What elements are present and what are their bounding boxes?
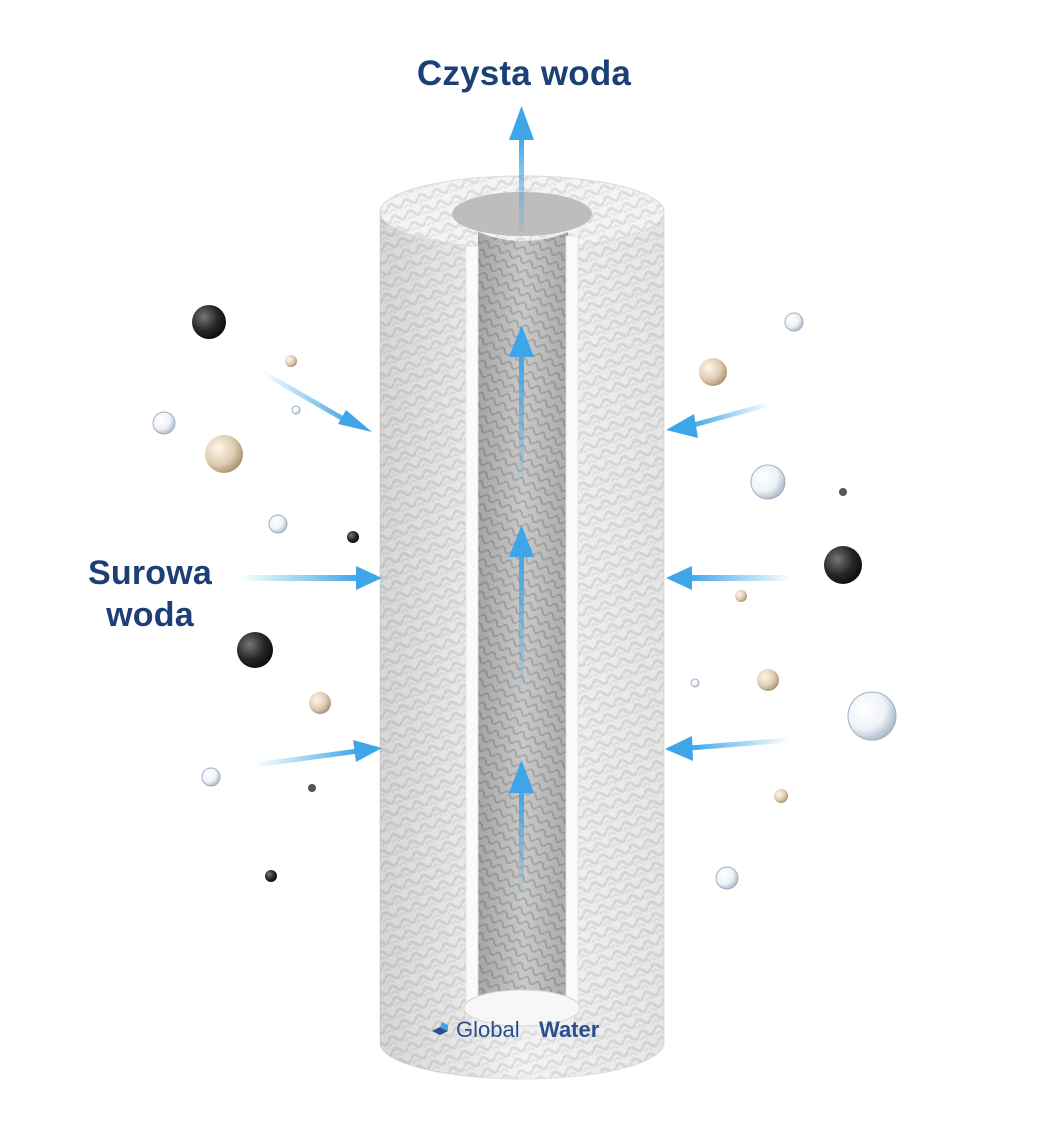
water-bubble-icon	[291, 405, 301, 415]
water-bubble-icon	[268, 514, 288, 534]
brand-name-part1: Global	[456, 1017, 520, 1042]
dirt-particle-icon	[347, 531, 359, 543]
sediment-particle-icon	[699, 358, 727, 386]
sediment-particle-icon	[757, 669, 779, 691]
global-water-logo-icon	[432, 1022, 448, 1035]
arrow-icon	[254, 740, 382, 768]
sediment-particle-icon	[774, 789, 788, 803]
water-bubble-icon	[784, 312, 804, 332]
water-bubble-icon	[201, 767, 221, 787]
arrow-icon	[666, 401, 771, 438]
arrow-icon	[665, 736, 791, 761]
dirt-particle-icon	[237, 632, 273, 668]
dirt-particle-icon	[308, 784, 316, 792]
dirt-particle-icon	[824, 546, 862, 584]
sediment-particle-icon	[735, 590, 747, 602]
arrow-icon	[509, 106, 534, 232]
clean-water-label: Czysta woda	[416, 54, 632, 93]
raw-water-label-line2: woda	[106, 596, 194, 634]
dirt-particle-icon	[192, 305, 226, 339]
arrow-icon	[666, 566, 792, 590]
sediment-particle-icon	[309, 692, 331, 714]
water-bubble-icon	[847, 691, 897, 741]
arrow-icon	[240, 566, 382, 590]
brand-logo: Global Water	[430, 1013, 630, 1047]
arrow-icon	[260, 369, 372, 432]
arrow-icon	[509, 525, 534, 684]
water-bubble-icon	[690, 678, 700, 688]
water-bubble-icon	[715, 866, 739, 890]
water-bubble-icon	[152, 411, 176, 435]
dirt-particle-icon	[265, 870, 277, 882]
raw-water-label-line1: Surowa	[87, 554, 212, 592]
dirt-particle-icon	[839, 488, 847, 496]
arrow-icon	[509, 325, 534, 479]
raw-water-label: Surowa woda	[40, 552, 260, 636]
brand-name-part2: Water	[539, 1017, 600, 1042]
raw-water-flow	[240, 369, 792, 768]
arrow-icon	[509, 760, 534, 890]
water-bubble-icon	[750, 464, 786, 500]
sediment-particle-icon	[205, 435, 243, 473]
clean-water-flow	[509, 106, 534, 890]
particles	[152, 305, 897, 890]
sediment-particle-icon	[285, 355, 297, 367]
